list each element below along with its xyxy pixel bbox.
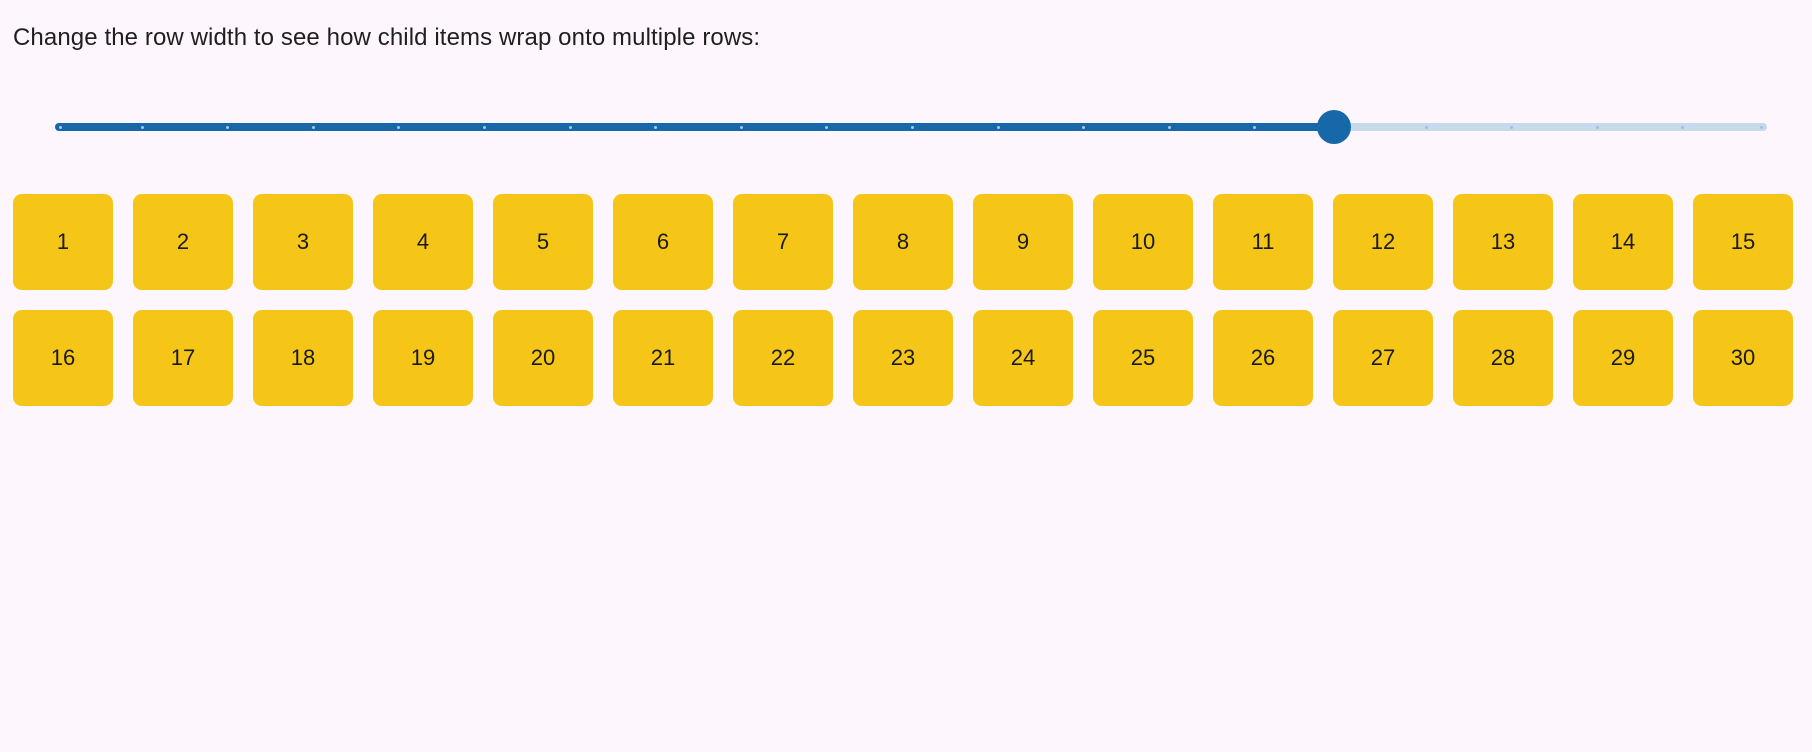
tile-item[interactable]: 11: [1213, 194, 1313, 290]
tile-item[interactable]: 27: [1333, 310, 1433, 406]
tile-label: 22: [770, 345, 796, 370]
slider-tick: [1253, 125, 1257, 129]
slider-tick: [911, 125, 914, 129]
tile-item[interactable]: 22: [733, 310, 833, 406]
tile-item[interactable]: 9: [973, 194, 1073, 290]
tile-item[interactable]: 14: [1573, 194, 1673, 290]
tile-label: 9: [1016, 229, 1030, 254]
tile-label: 21: [650, 345, 676, 370]
tile-label: 17: [170, 345, 196, 370]
slider-tick: [483, 125, 486, 129]
tile-item[interactable]: 6: [613, 194, 713, 290]
tile-label: 4: [416, 229, 430, 254]
tile-label: 23: [890, 345, 916, 370]
tile-label: 6: [656, 229, 670, 254]
tile-label: 1: [56, 229, 70, 254]
tile-item[interactable]: 3: [253, 194, 353, 290]
tile-item[interactable]: 5: [493, 194, 593, 290]
tile-label: 14: [1610, 229, 1636, 254]
tile-label: 30: [1730, 345, 1756, 370]
slider-tick: [996, 125, 1000, 129]
tile-item[interactable]: 15: [1693, 194, 1793, 290]
tile-item[interactable]: 2: [133, 194, 233, 290]
tile-item[interactable]: 19: [373, 310, 473, 406]
tile-item[interactable]: 7: [733, 194, 833, 290]
slider-thumb[interactable]: [1316, 110, 1351, 144]
tile-label: 16: [50, 345, 76, 370]
tile-item[interactable]: 23: [853, 310, 953, 406]
tile-label: 26: [1250, 345, 1276, 370]
tile-item[interactable]: 4: [373, 194, 473, 290]
tile-label: 20: [530, 345, 556, 370]
instruction-text: Change the row width to see how child it…: [13, 24, 761, 51]
tile-item[interactable]: 12: [1333, 194, 1433, 290]
tile-label: 10: [1130, 229, 1156, 254]
tile-label: 5: [536, 229, 550, 254]
slider-filled-track: [55, 123, 1334, 131]
tile-item[interactable]: 13: [1453, 194, 1553, 290]
tile-item[interactable]: 1: [13, 194, 113, 290]
tile-item[interactable]: 21: [613, 310, 713, 406]
slider-tick: [825, 125, 829, 129]
slider-tick: [1595, 125, 1599, 129]
slider-tick: [1082, 125, 1086, 129]
tile-label: 11: [1251, 229, 1275, 254]
slider-tick: [59, 125, 62, 129]
tile-item[interactable]: 29: [1573, 310, 1673, 406]
tile-item[interactable]: 28: [1453, 310, 1553, 406]
tile-label: 27: [1370, 345, 1396, 370]
slider-tick: [1424, 125, 1428, 129]
slider-tick: [1510, 125, 1514, 129]
slider-tick: [311, 125, 315, 129]
tile-label: 7: [776, 229, 790, 254]
tile-item[interactable]: 10: [1093, 194, 1193, 290]
slider-tick: [568, 125, 572, 129]
row-width-slider[interactable]: [55, 104, 1767, 150]
tile-item[interactable]: 26: [1213, 310, 1313, 406]
tile-item[interactable]: 20: [493, 310, 593, 406]
slider-tick: [1760, 125, 1763, 129]
tile-item[interactable]: 25: [1093, 310, 1193, 406]
slider-track[interactable]: [55, 123, 1767, 131]
slider-tick: [654, 125, 658, 129]
tile-item[interactable]: 18: [253, 310, 353, 406]
slider-tick: [140, 125, 144, 129]
tile-label: 15: [1730, 229, 1756, 254]
tile-label: 29: [1610, 345, 1636, 370]
slider-tick: [739, 125, 743, 129]
slider-tick: [1167, 125, 1171, 129]
tile-item[interactable]: 24: [973, 310, 1073, 406]
tile-label: 8: [896, 229, 910, 254]
tile-label: 13: [1490, 229, 1516, 254]
slider-tick: [397, 125, 401, 129]
tile-item[interactable]: 30: [1693, 310, 1793, 406]
tile-label: 28: [1490, 345, 1516, 370]
tile-label: 2: [176, 229, 190, 254]
tile-label: 18: [290, 345, 316, 370]
tile-label: 24: [1010, 345, 1036, 370]
tile-label: 19: [410, 345, 436, 370]
slider-tick: [226, 125, 230, 129]
tile-item[interactable]: 8: [853, 194, 953, 290]
tile-label: 3: [296, 229, 310, 254]
tile-label: 25: [1130, 345, 1156, 370]
tile-item[interactable]: 16: [13, 310, 113, 406]
slider-tick: [1681, 125, 1685, 129]
tile-item[interactable]: 17: [133, 310, 233, 406]
tile-label: 12: [1370, 229, 1396, 254]
